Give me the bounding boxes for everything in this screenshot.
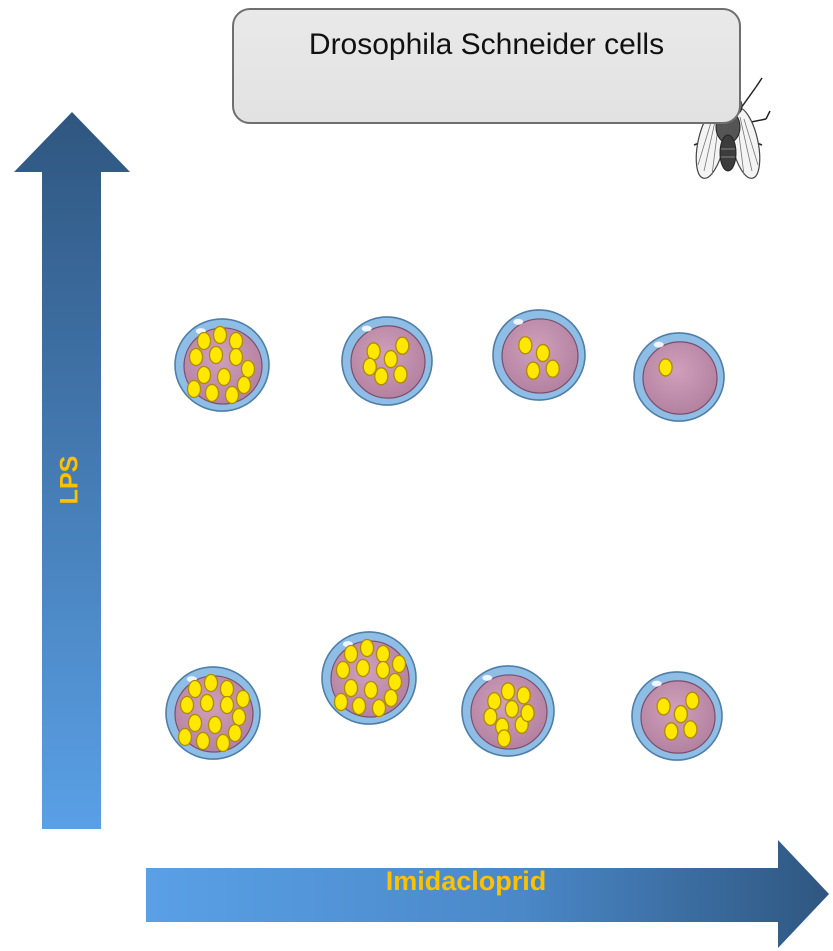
granule — [683, 720, 698, 739]
y-axis-label: LPS — [55, 455, 84, 505]
granule — [177, 727, 193, 747]
granule — [235, 689, 251, 709]
granule — [363, 680, 379, 700]
title-box: Drosophila Schneider cells — [232, 8, 741, 124]
granule — [500, 682, 516, 701]
granule — [333, 692, 349, 712]
granule — [362, 357, 377, 376]
granule — [216, 367, 232, 387]
granule — [351, 696, 367, 716]
cell — [165, 666, 261, 760]
granule — [343, 644, 359, 664]
granule — [335, 660, 351, 680]
x-axis-label: Imidacloprid — [385, 866, 547, 896]
granule — [231, 707, 247, 727]
granule — [227, 723, 243, 743]
granule — [188, 347, 204, 367]
granule — [219, 679, 235, 699]
granule — [215, 733, 231, 753]
cell — [631, 671, 723, 761]
cell — [461, 665, 555, 757]
granule — [656, 697, 671, 716]
granule — [487, 692, 502, 711]
granule — [525, 361, 541, 380]
granule — [658, 358, 673, 377]
granule — [187, 679, 203, 699]
granule — [224, 385, 240, 405]
granule — [393, 365, 408, 384]
granule — [207, 715, 223, 735]
granule — [208, 345, 224, 365]
granule — [395, 336, 410, 355]
granule — [240, 359, 256, 379]
granule — [383, 349, 398, 369]
granule — [228, 331, 244, 351]
granule — [375, 660, 391, 680]
granule — [685, 691, 700, 710]
cells-layer — [165, 309, 725, 761]
granule — [196, 331, 212, 351]
granule — [366, 342, 381, 361]
granule — [195, 731, 211, 751]
granule — [359, 638, 375, 658]
granule — [199, 693, 215, 713]
granule — [504, 699, 520, 719]
granule — [196, 365, 212, 385]
granule — [236, 375, 252, 395]
cell — [633, 332, 725, 422]
granule — [664, 722, 679, 741]
granule — [219, 695, 235, 715]
granule — [212, 325, 228, 345]
granule — [520, 703, 535, 723]
granule — [228, 347, 244, 367]
granule — [204, 383, 220, 403]
cell — [341, 316, 433, 406]
granule — [483, 707, 498, 727]
granule — [391, 654, 407, 674]
granule — [186, 379, 202, 399]
granule — [375, 644, 391, 664]
cell — [492, 309, 586, 401]
granule — [496, 729, 512, 748]
diagram-title: Drosophila Schneider cells — [308, 28, 665, 61]
granule — [355, 658, 371, 678]
granule — [187, 713, 203, 733]
granule — [673, 704, 688, 724]
granule — [374, 367, 389, 386]
granule — [518, 336, 533, 355]
granule — [516, 686, 531, 705]
granule — [343, 678, 359, 698]
granule — [383, 688, 399, 708]
granule — [545, 359, 560, 378]
arrow-right-icon — [146, 840, 829, 948]
granule — [203, 673, 219, 693]
granule — [535, 343, 551, 363]
arrow-up-icon — [14, 112, 130, 829]
cell — [321, 631, 417, 725]
granule — [371, 698, 387, 718]
granule — [387, 672, 403, 692]
granule — [179, 695, 195, 715]
cell — [174, 318, 270, 412]
